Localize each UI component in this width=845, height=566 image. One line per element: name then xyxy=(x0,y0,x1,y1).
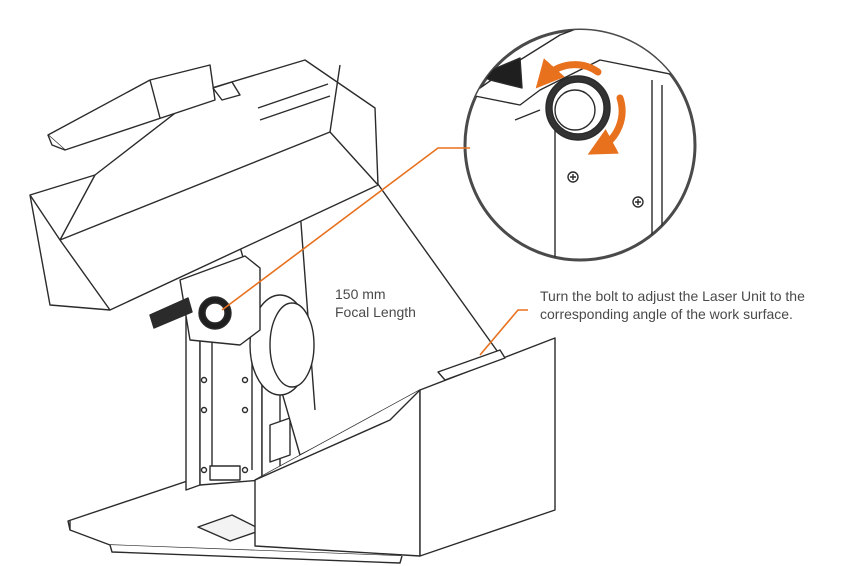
focal-length-value: 150 mm xyxy=(335,286,386,302)
laser-housing xyxy=(29,59,379,311)
knurled-knob-icon xyxy=(149,296,232,330)
zoom-detail-circle xyxy=(463,28,697,262)
focal-leader-line xyxy=(221,147,470,311)
bolt-leader-line xyxy=(479,309,528,356)
screw-icon xyxy=(567,171,579,183)
focal-length-caption: Focal Length xyxy=(335,304,416,320)
rotate-arrow-icon xyxy=(535,58,626,155)
screw-icon xyxy=(632,196,644,208)
bolt-instruction-callout: Turn the bolt to adjust the Laser Unit t… xyxy=(540,287,840,323)
focal-length-label: 150 mm Focal Length xyxy=(335,285,416,321)
bolt-instruction-line-1: Turn the bolt to adjust the Laser Unit t… xyxy=(540,288,805,304)
enclosure-box xyxy=(254,337,556,557)
bolt-instruction-line-2: corresponding angle of the work surface. xyxy=(540,306,793,322)
knurled-knob-icon xyxy=(545,75,611,141)
